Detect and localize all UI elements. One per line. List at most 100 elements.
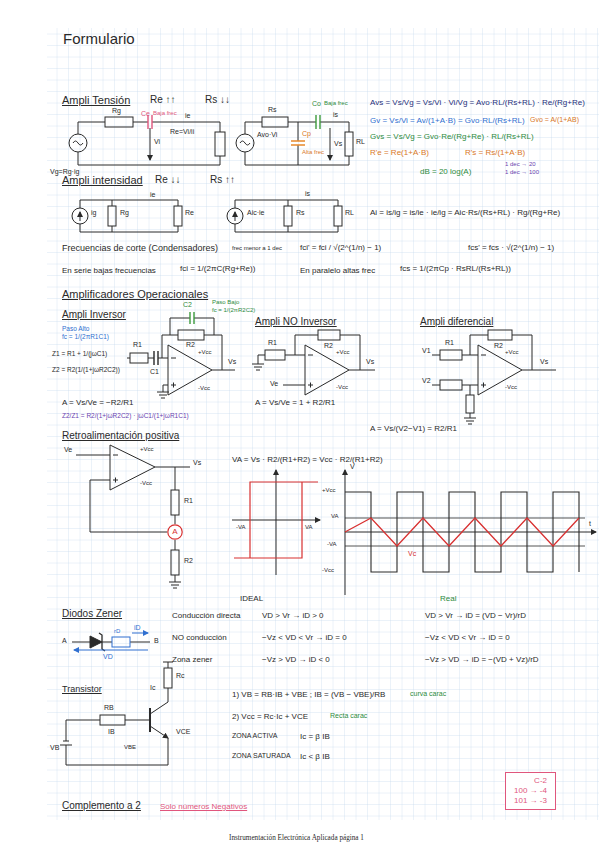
formula-text: C1 xyxy=(150,368,159,376)
positive-feedback-circuit xyxy=(110,445,155,490)
formula-text: ig xyxy=(91,209,96,217)
formula-text: +Vcc xyxy=(198,349,212,356)
section-heading: Ampli intensidad xyxy=(62,174,143,187)
current-amplifier-circuits xyxy=(235,212,236,221)
formula-text: En serie bajas frecuencias xyxy=(62,266,156,276)
formula-text: Frecuencias de corte (Condensadores) xyxy=(62,243,218,254)
formula-text: +Vcc xyxy=(322,487,336,494)
formula-text: is xyxy=(305,190,310,198)
formula-text: VD > Vr → iD > 0 xyxy=(262,611,324,621)
opamp-circuits xyxy=(464,385,476,424)
formula-text: fci' = fci / √(2^(1/n) − 1) xyxy=(300,243,381,253)
formula-text: Rg xyxy=(120,209,129,217)
formula-text: Rs xyxy=(296,209,305,217)
opamp-circuits xyxy=(168,345,212,395)
formula-text: Re ↓↓ xyxy=(155,174,181,186)
formula-text: VCE xyxy=(176,728,190,736)
current-amplifier-circuits xyxy=(334,206,342,226)
formula-text: R1 xyxy=(133,341,142,349)
junction-circle: A xyxy=(167,524,183,540)
formula-text: Gv = Vs/Vi = Av/(1+A·B) = Gvo·RL/(Rs+RL) xyxy=(370,116,525,126)
node-text: 101 → -3 xyxy=(514,796,547,806)
opamp-circuits xyxy=(478,345,522,395)
section-heading: Solo números Negativos xyxy=(160,802,247,812)
opamp-circuits xyxy=(470,335,556,370)
formula-text: V1 xyxy=(422,347,431,355)
zener-diode-symbol xyxy=(90,636,102,648)
formula-text: -Vcc xyxy=(322,567,334,574)
formula-text: fc = 1/(2πR2C2) xyxy=(212,307,255,314)
section-heading: Complemento a 2 xyxy=(62,800,141,812)
formula-text: fcs' = fcs · √(2^(1/n) − 1) xyxy=(468,243,554,253)
transistor-circuit xyxy=(150,662,173,714)
formula-text: Recta carac xyxy=(330,712,367,720)
formula-text: VA xyxy=(331,513,339,520)
formula-text: B xyxy=(154,637,159,645)
formula-text: -Vcc xyxy=(140,480,152,487)
formula-text: R2 xyxy=(494,342,503,350)
formula-text: RL xyxy=(345,209,354,217)
formula-text: Baja frec xyxy=(324,100,348,107)
opamp-circuits xyxy=(178,330,204,340)
opamp-circuits xyxy=(130,353,148,363)
voltage-amplifier-circuits xyxy=(78,122,220,165)
formula-text: En paralelo altas frec xyxy=(300,266,375,276)
opamp-circuits xyxy=(190,312,194,324)
formula-text: R's = Rs/(1+A·B) xyxy=(465,148,525,158)
formula-text: RL xyxy=(356,138,365,146)
formula-text: −Vz < VD < Vr → iD = 0 xyxy=(262,633,347,643)
voltage-amplifier-circuits xyxy=(330,128,331,160)
opamp-circuits xyxy=(170,318,214,335)
positive-feedback-circuit xyxy=(171,550,179,575)
formula-text: Re xyxy=(185,209,194,217)
current-amplifier-circuits xyxy=(80,200,178,232)
formula-text: ie xyxy=(150,191,155,199)
positive-feedback-circuit xyxy=(76,445,596,595)
page-title: Formulario xyxy=(63,30,135,48)
formula-text: -VA xyxy=(236,524,246,531)
formula-text: VB xyxy=(50,744,59,752)
twos-complement-box: C-2100 → -4101 → -3 xyxy=(505,772,556,810)
zener-diode-symbol xyxy=(72,633,150,651)
formula-text: Zona zener xyxy=(172,655,212,665)
voltage-amplifier-circuits xyxy=(262,117,288,127)
zener-diode-symbol xyxy=(112,637,130,647)
formula-text: R'e = Re(1+A·B) xyxy=(370,148,429,158)
transistor-circuit xyxy=(100,715,125,725)
transistor-circuit xyxy=(66,738,168,765)
zener-diode-symbol xyxy=(132,633,148,634)
opamp-circuits xyxy=(252,355,305,370)
formula-text: Ce xyxy=(141,110,150,118)
formula-text: Re ↑↑ xyxy=(150,94,176,106)
formula-text: Conducción directa xyxy=(172,611,240,621)
formula-text: −Vz < VD < Vr → iD = 0 xyxy=(425,633,510,643)
opamp-circuits xyxy=(283,335,375,385)
formula-text: A = Vs/(V2−V1) = R2/R1 xyxy=(370,424,457,434)
formula-text: Gvs = Vs/Vg = Gvo·Re/(Rg+Re) · RL/(Rs+RL… xyxy=(370,132,534,142)
positive-feedback-circuit xyxy=(113,455,118,483)
formula-text: Rc xyxy=(176,672,185,680)
opamp-circuits xyxy=(440,380,462,390)
formula-text: IB xyxy=(108,728,115,736)
voltage-amplifier-circuits xyxy=(73,141,83,145)
positive-feedback-circuit xyxy=(345,532,596,533)
current-amplifier-circuits xyxy=(80,212,81,221)
circle-outline xyxy=(168,525,182,539)
voltage-amplifier-circuits xyxy=(236,134,254,152)
formula-text: ZONA SATURADA xyxy=(232,752,291,760)
formula-text: Avs = Vs/Vg = Vs/Vi · Vi/Vg = Avo·RL/(Rs… xyxy=(370,98,585,108)
formula-text: Vc xyxy=(408,550,416,558)
formula-text: iD xyxy=(134,624,141,632)
positive-feedback-circuit xyxy=(345,518,579,546)
formula-text: Aic·ie xyxy=(247,209,265,217)
positive-feedback-circuit xyxy=(345,492,579,572)
formula-text: A = Vs/Ve = −R2/R1 xyxy=(62,398,133,408)
formula-text: ie xyxy=(185,112,190,120)
opamp-circuits xyxy=(466,395,474,413)
formula-text: R2 xyxy=(184,557,193,565)
formula-text: NO conducción xyxy=(172,633,227,643)
formula-text: Z2/Z1 = R2/(1+jωR2C2) · jωC1/(1+jωR1C1) xyxy=(62,412,189,420)
formula-text: Real xyxy=(440,594,456,604)
section-heading: Ampli diferencial xyxy=(420,316,493,328)
